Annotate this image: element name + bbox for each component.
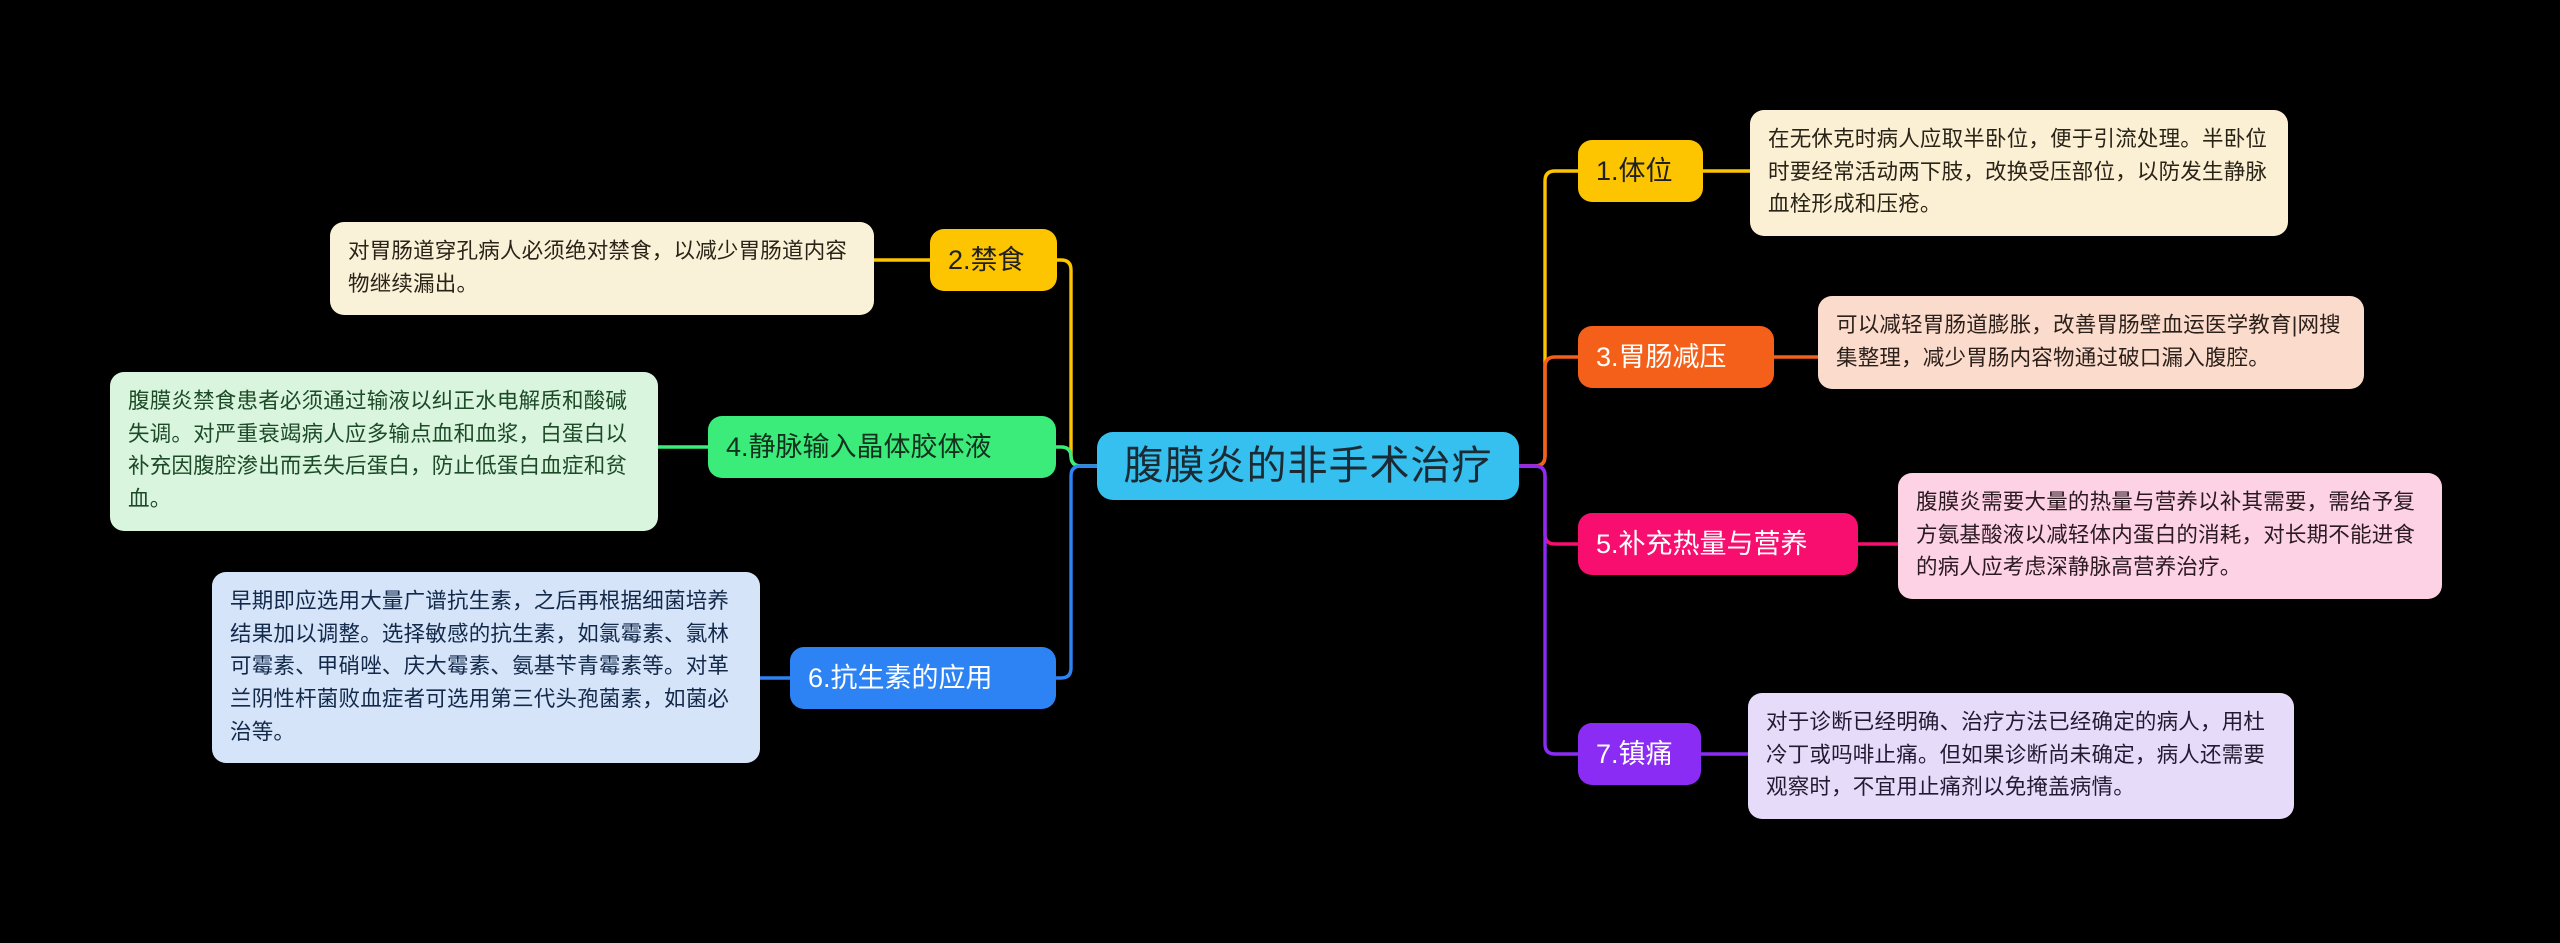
note-panel-6[interactable]: 早期即应选用大量广谱抗生素，之后再根据细菌培养结果加以调整。选择敏感的抗生素，如… bbox=[212, 572, 760, 764]
note-text-1: 在无休克时病人应取半卧位，便于引流处理。半卧位时要经常活动两下肢，改换受压部位，… bbox=[1768, 127, 2268, 217]
branch-node-7-zhentong[interactable]: 7.镇痛 bbox=[1578, 723, 1701, 785]
central-topic-node[interactable]: 腹膜炎的非手术治疗 bbox=[1097, 432, 1519, 500]
connector-to-branch-5 bbox=[1517, 464, 1580, 546]
branch-node-4-jingmaishuru[interactable]: 4.静脉输入晶体胶体液 bbox=[708, 416, 1056, 478]
note-panel-7[interactable]: 对于诊断已经明确、治疗方法已经确定的病人，用杜冷丁或吗啡止痛。但如果诊断尚未确定… bbox=[1748, 693, 2294, 820]
note-text-7: 对于诊断已经明确、治疗方法已经确定的病人，用杜冷丁或吗啡止痛。但如果诊断尚未确定… bbox=[1766, 710, 2266, 800]
connector-to-branch-1 bbox=[1517, 169, 1580, 468]
note-panel-3[interactable]: 可以减轻胃肠道膨胀，改善胃肠壁血运医学教育|网搜集整理，减少胃肠内容物通过破口漏… bbox=[1818, 296, 2364, 390]
connector-to-branch-2 bbox=[1055, 258, 1099, 468]
connector-to-branch-3 bbox=[1517, 355, 1580, 468]
branch-node-1-tiwei[interactable]: 1.体位 bbox=[1578, 140, 1703, 202]
connector-to-branch-7 bbox=[1517, 464, 1580, 756]
note-text-6: 早期即应选用大量广谱抗生素，之后再根据细菌培养结果加以调整。选择敏感的抗生素，如… bbox=[230, 589, 730, 744]
branch-node-2-jinshi[interactable]: 2.禁食 bbox=[930, 229, 1057, 291]
branch-label-4: 4.静脉输入晶体胶体液 bbox=[726, 431, 992, 462]
central-topic-label: 腹膜炎的非手术治疗 bbox=[1123, 444, 1493, 488]
note-panel-2[interactable]: 对胃肠道穿孔病人必须绝对禁食，以减少胃肠道内容物继续漏出。 bbox=[330, 222, 874, 316]
connector-to-branch-6 bbox=[1054, 464, 1099, 680]
note-panel-5[interactable]: 腹膜炎需要大量的热量与营养以补其需要，需给予复方氨基酸液以减轻体内蛋白的消耗，对… bbox=[1898, 473, 2442, 600]
branch-label-6: 6.抗生素的应用 bbox=[808, 662, 993, 693]
connector-to-branch-4 bbox=[1054, 445, 1099, 468]
branch-label-7: 7.镇痛 bbox=[1596, 738, 1673, 769]
branch-label-1: 1.体位 bbox=[1596, 155, 1673, 186]
note-text-5: 腹膜炎需要大量的热量与营养以补其需要，需给予复方氨基酸液以减轻体内蛋白的消耗，对… bbox=[1916, 490, 2416, 580]
note-text-4: 腹膜炎禁食患者必须通过输液以纠正水电解质和酸碱失调。对严重衰竭病人应多输点血和血… bbox=[128, 389, 628, 512]
note-text-3: 可以减轻胃肠道膨胀，改善胃肠壁血运医学教育|网搜集整理，减少胃肠内容物通过破口漏… bbox=[1836, 313, 2341, 370]
branch-label-5: 5.补充热量与营养 bbox=[1596, 528, 1808, 559]
branch-label-2: 2.禁食 bbox=[948, 244, 1025, 275]
branch-node-3-weichangjianya[interactable]: 3.胃肠减压 bbox=[1578, 326, 1774, 388]
branch-label-3: 3.胃肠减压 bbox=[1596, 341, 1727, 372]
branch-node-5-buchongreliangyuyingyang[interactable]: 5.补充热量与营养 bbox=[1578, 513, 1858, 575]
note-panel-4[interactable]: 腹膜炎禁食患者必须通过输液以纠正水电解质和酸碱失调。对严重衰竭病人应多输点血和血… bbox=[110, 372, 658, 531]
branch-node-6-kangshengsu[interactable]: 6.抗生素的应用 bbox=[790, 647, 1056, 709]
note-text-2: 对胃肠道穿孔病人必须绝对禁食，以减少胃肠道内容物继续漏出。 bbox=[348, 239, 848, 296]
note-panel-1[interactable]: 在无休克时病人应取半卧位，便于引流处理。半卧位时要经常活动两下肢，改换受压部位，… bbox=[1750, 110, 2288, 237]
